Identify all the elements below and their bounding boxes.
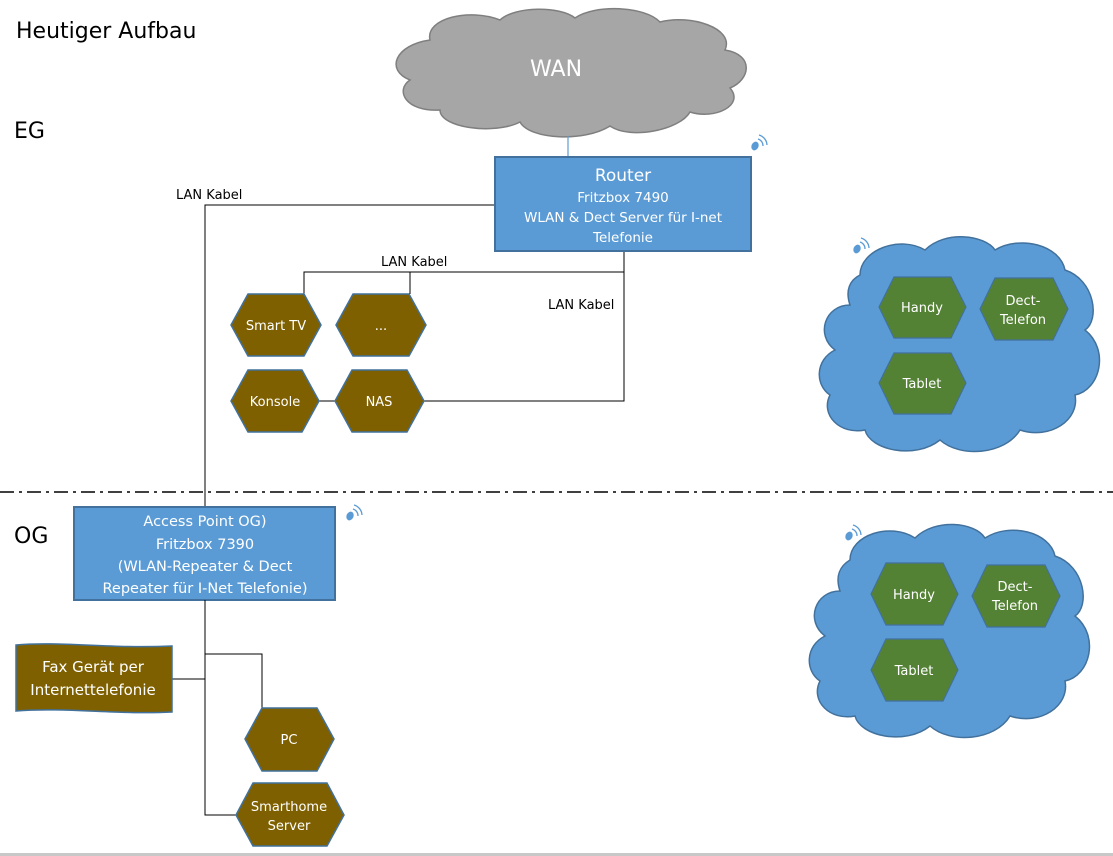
ap-wifi-icon [344,504,363,523]
eg-cables [204,204,625,507]
bottom-border [0,853,1113,856]
router-desc: WLAN & Dect Server für I-net [524,210,722,226]
device-more[interactable]: ... [335,293,427,357]
og-cables [172,600,263,816]
og-device-handy[interactable]: Handy [870,562,959,626]
device-pc[interactable]: PC [244,707,335,772]
device-label: Tablet [894,664,934,679]
ap-desc-2: Repeater für I-Net Telefonie) [102,581,307,597]
router-desc-2: Telefonie [592,230,653,246]
cable-label-ap: LAN Kabel [176,188,242,203]
device-label: Konsole [250,395,300,410]
ap-desc: (WLAN-Repeater & Dect [118,559,293,575]
device-label: NAS [366,395,393,410]
device-label: Tablet [902,377,942,392]
router-box[interactable]: Router Fritzbox 7490 WLAN & Dect Server … [494,156,752,252]
page-title: Heutiger Aufbau [16,19,196,44]
device-label: ... [375,319,387,334]
eg-cloud-wifi-icon [851,237,870,256]
access-point-box[interactable]: Access Point OG) Fritzbox 7390 (WLAN-Rep… [73,506,336,601]
device-label: Dect- [1006,294,1041,309]
router-model: Fritzbox 7490 [577,190,669,206]
og-cloud-wifi-icon [843,524,862,543]
device-label: PC [281,733,298,748]
device-label: Telefon [991,599,1038,614]
router-wifi-icon [749,134,768,153]
device-label: Dect- [998,580,1033,595]
cable-label-nas: LAN Kabel [548,298,614,313]
device-label: Server [268,819,311,834]
eg-device-dect[interactable]: Dect- Telefon [979,277,1069,341]
floor-label-eg: EG [14,119,45,144]
eg-device-handy[interactable]: Handy [878,276,967,339]
og-device-tablet[interactable]: Tablet [870,638,959,702]
ap-title: Access Point OG) [143,514,266,530]
router-title: Router [595,166,651,186]
eg-device-tablet[interactable]: Tablet [878,352,967,415]
device-nas[interactable]: NAS [334,369,425,433]
cable-label-devices: LAN Kabel [381,255,447,270]
floor-label-og: OG [14,524,48,549]
device-smarthome-server[interactable]: Smarthome Server [235,782,345,847]
wan-label: WAN [530,57,582,82]
device-fax[interactable]: Fax Gerät per Internettelefonie [15,643,173,714]
device-konsole[interactable]: Konsole [230,369,320,433]
device-label: Internettelefonie [30,681,155,699]
og-wireless-cloud [808,523,1091,739]
device-label: Telefon [999,313,1046,328]
device-label: Handy [901,301,943,316]
eg-wireless-cloud [818,236,1101,453]
device-label: Handy [893,588,935,603]
device-label: Smart TV [246,319,306,334]
device-label: Smarthome [251,800,327,815]
device-smart-tv[interactable]: Smart TV [230,293,322,357]
device-label: Fax Gerät per [42,658,145,676]
wan-cloud: WAN [395,8,747,138]
ap-model: Fritzbox 7390 [156,537,254,553]
og-device-dect[interactable]: Dect- Telefon [971,564,1061,628]
